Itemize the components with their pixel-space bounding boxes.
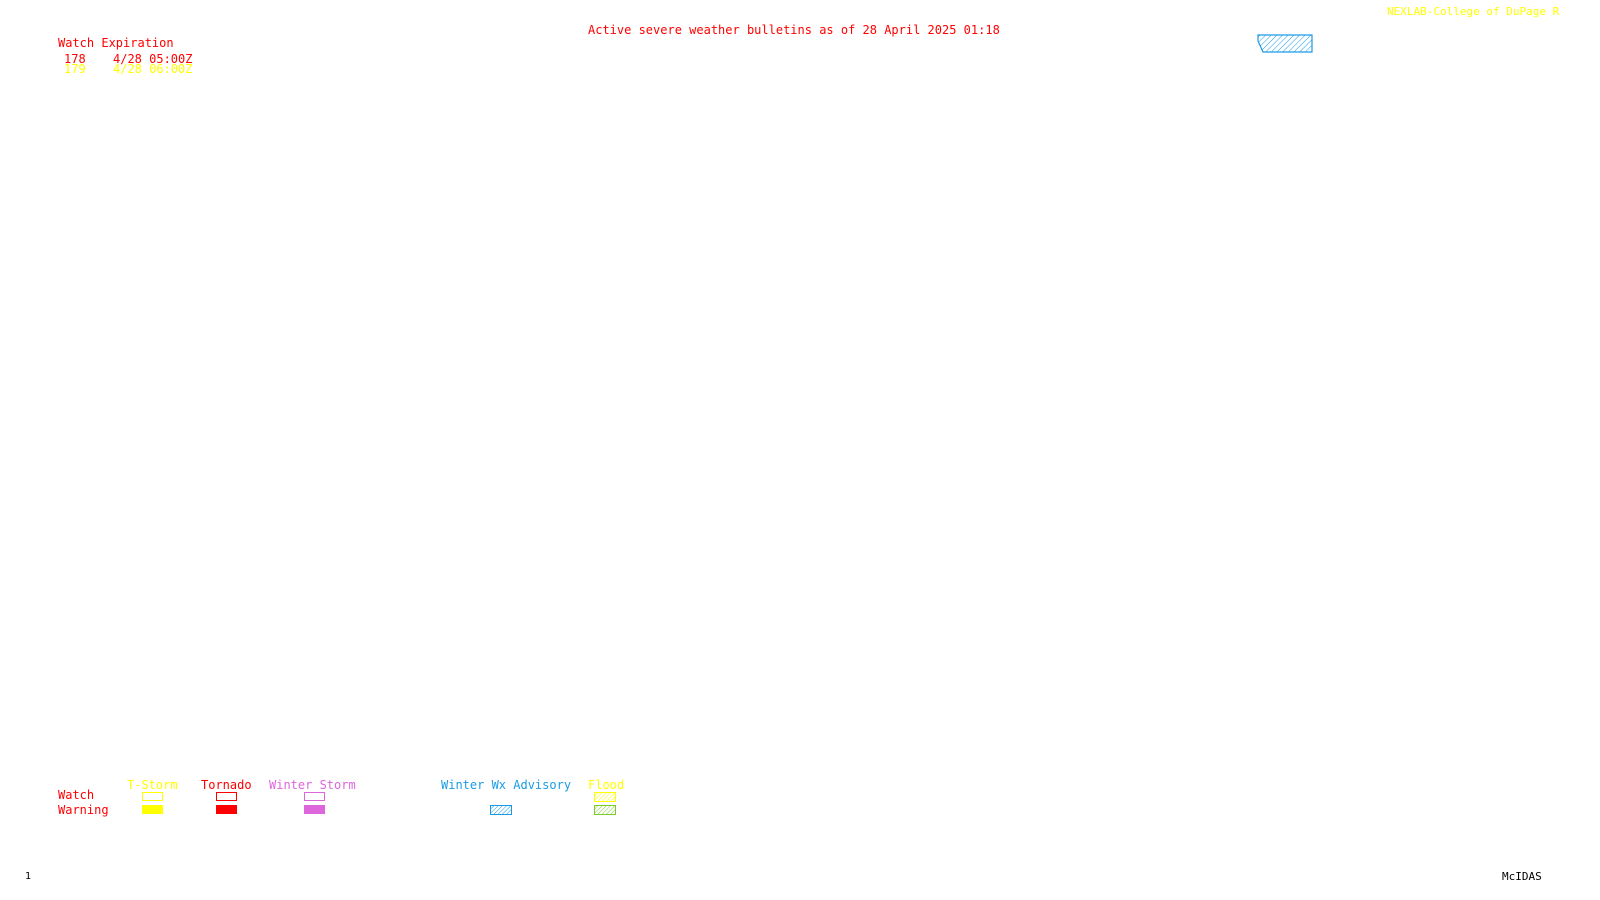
tstorm-warning-swatch: [142, 805, 163, 814]
watch-row-179-expires: 4/28 06:00Z: [113, 62, 193, 76]
legend-label-tstorm: T-Storm: [127, 778, 178, 792]
watch-row-178-number: 178: [64, 52, 86, 66]
legend-label-winter-wx-advisory: Winter Wx Advisory: [441, 778, 572, 792]
tornado-warning-swatch: [216, 805, 237, 814]
flood-watch-swatch: [594, 792, 616, 802]
legend-label-winter-storm: Winter Storm: [269, 778, 356, 792]
legend-label-tornado: Tornado: [201, 778, 252, 792]
winter-wx-advisory-swatch: [490, 805, 512, 815]
credit-label: NEXLAB-College of DuPage R: [1387, 5, 1560, 18]
watch-row-178-expires: 4/28 05:00Z: [113, 52, 193, 66]
legend-label-flood: Flood: [588, 778, 625, 792]
advisory-polygon: [1257, 34, 1313, 53]
legend-row-warning: Warning: [58, 803, 109, 817]
frame-number: 1: [25, 871, 32, 882]
bulletin-title: Active severe weather bulletins as of 28…: [588, 23, 1000, 37]
watch-table-heading: Watch Expiration: [58, 36, 174, 50]
software-label: McIDAS: [1502, 870, 1542, 883]
tstorm-watch-swatch: [142, 792, 163, 801]
watch-row-179-number: 179: [64, 62, 86, 76]
winter-storm-warning-swatch: [304, 805, 325, 814]
tornado-watch-swatch: [216, 792, 237, 801]
legend-row-watch: Watch: [58, 788, 95, 802]
flood-warning-swatch: [594, 805, 616, 815]
winter-storm-watch-swatch: [304, 792, 325, 801]
